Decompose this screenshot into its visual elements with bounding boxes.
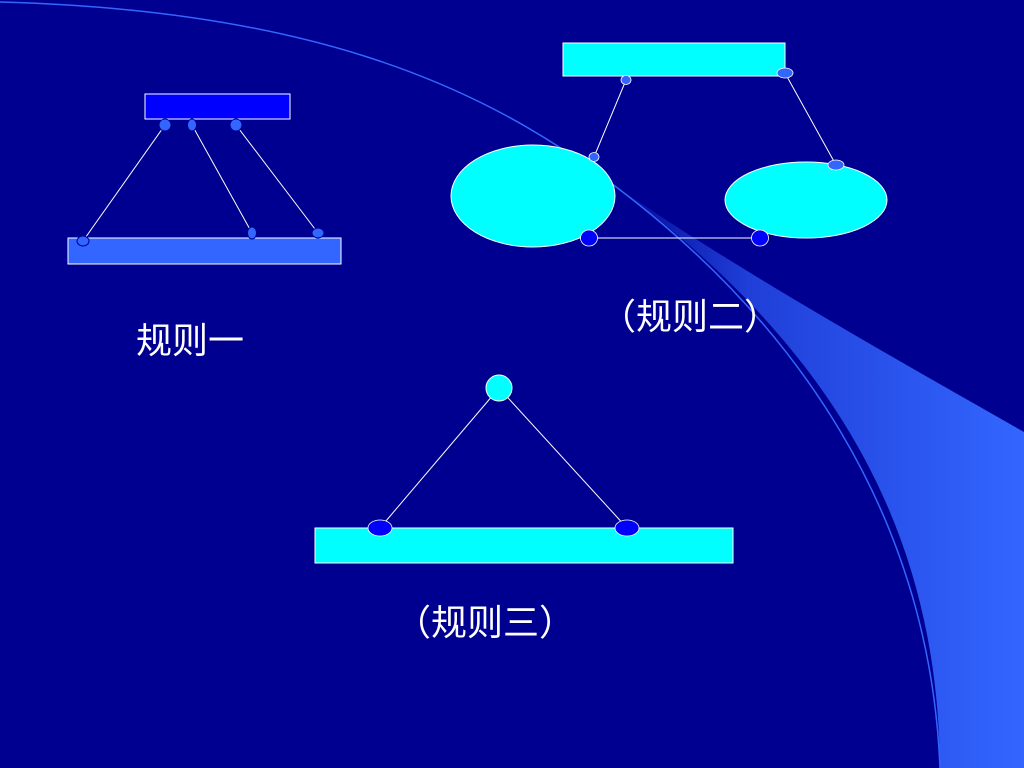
rule-3-joint — [614, 519, 640, 537]
rule-3-joint — [367, 519, 393, 537]
rule-1-label: 规则一 — [136, 321, 245, 362]
rule-2-left-wheel — [450, 144, 616, 248]
rule-1-joint — [76, 235, 90, 247]
rule-2-joint — [580, 229, 598, 247]
rule-2-joint — [776, 67, 794, 79]
rule-1-joint — [158, 118, 172, 132]
rule-2-joint — [588, 152, 600, 162]
rule-3-label: （规则三） — [395, 603, 576, 644]
rule-3-diagram — [314, 374, 734, 564]
rule-1-link — [235, 124, 319, 234]
rule-3-apex-joint — [485, 374, 513, 402]
rule-2-right-wheel — [724, 161, 888, 239]
rule-2-joint — [620, 75, 632, 85]
rule-1-diagram — [67, 93, 342, 265]
rule-1-joint — [247, 226, 257, 240]
rule-3-link — [379, 387, 500, 529]
rule-1-joint — [311, 227, 325, 239]
rule-1-joint — [229, 118, 243, 132]
rule-2-joint — [827, 159, 845, 171]
rule-3-link — [498, 387, 628, 529]
rule-2-link — [593, 79, 627, 158]
rule-1-link — [191, 124, 253, 234]
rule-2-link — [784, 72, 837, 166]
rule-1-link — [82, 124, 166, 242]
rule-1-bottom-bar — [67, 237, 342, 265]
rule-2-top-bar — [562, 42, 786, 77]
rule-2-label: （规则二） — [600, 297, 781, 338]
rule-2-joint — [751, 229, 769, 247]
rule-2-diagram — [450, 42, 888, 248]
rule-1-top-bar — [144, 93, 291, 120]
rule-1-joint — [187, 118, 197, 132]
